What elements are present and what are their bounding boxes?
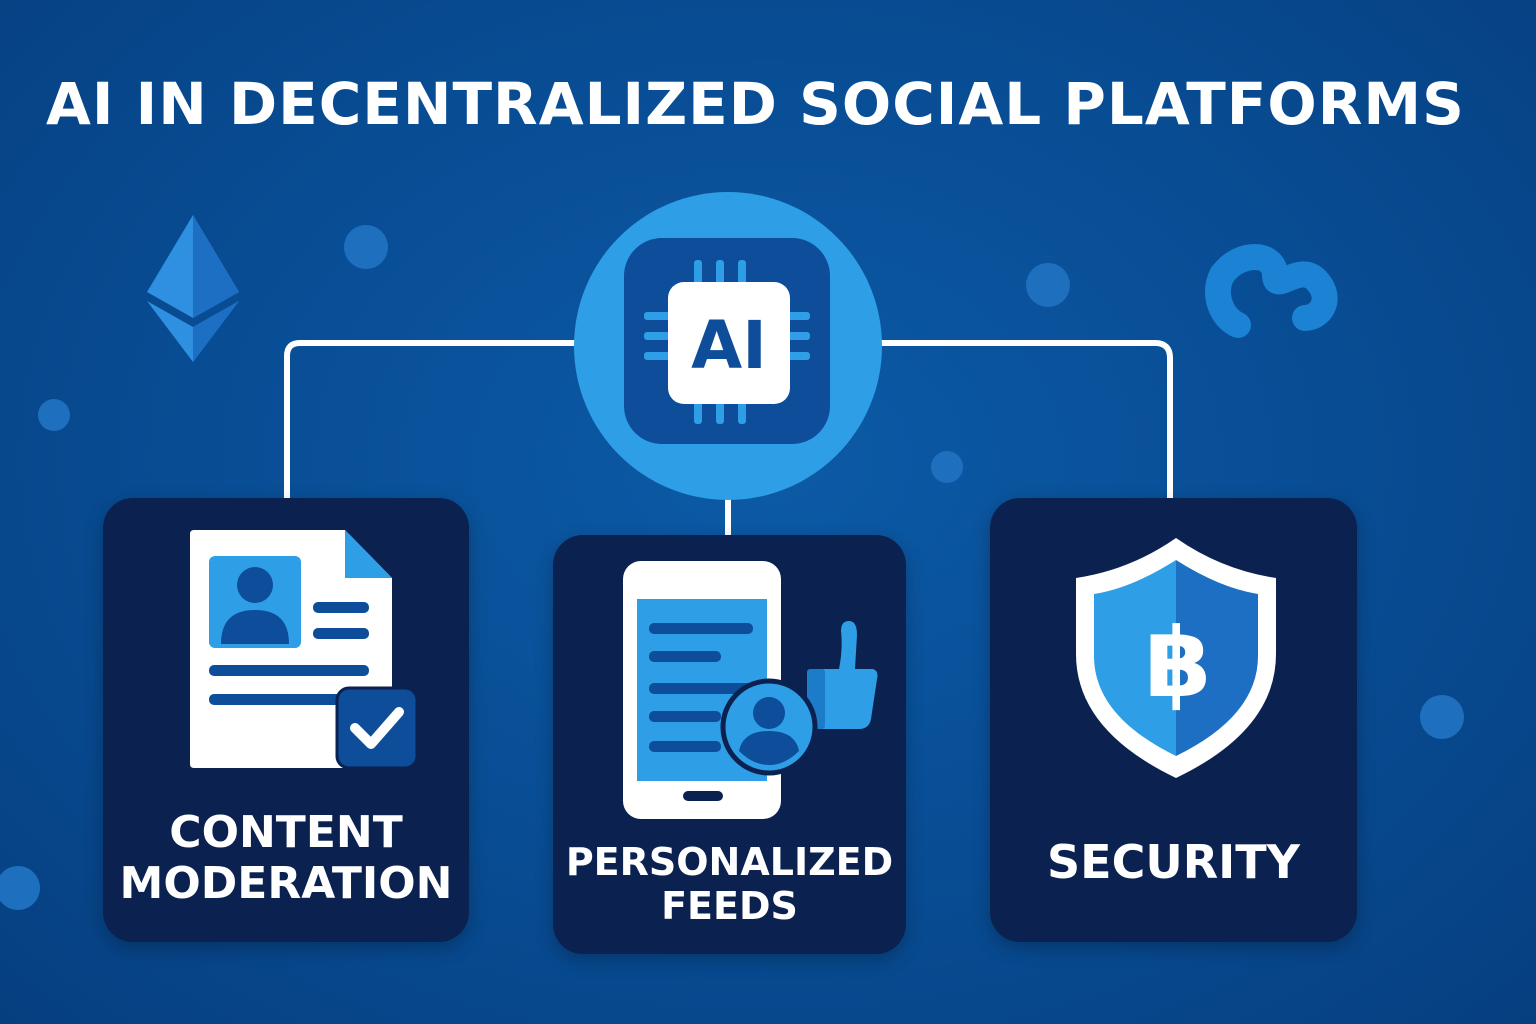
phone-feed-icon bbox=[623, 561, 878, 819]
deco-dot bbox=[1420, 695, 1464, 739]
ai-label: AI bbox=[691, 307, 767, 384]
page-title: AI IN DECENTRALIZED SOCIAL PLATFORMS bbox=[46, 70, 1465, 138]
deco-dot bbox=[344, 225, 388, 269]
deco-dot bbox=[1026, 263, 1070, 307]
card-label-line: PERSONALIZED bbox=[565, 840, 894, 884]
card-label: CONTENT MODERATION bbox=[103, 807, 469, 909]
card-label-line: SECURITY bbox=[1047, 835, 1300, 889]
thumbs-up-icon bbox=[807, 621, 878, 729]
ai-chip-icon: AI bbox=[574, 192, 882, 500]
user-icon bbox=[720, 678, 818, 776]
connector-lines bbox=[284, 340, 1173, 536]
card-label: PERSONALIZED FEEDS bbox=[553, 840, 906, 928]
card-personalized-feeds: PERSONALIZED FEEDS bbox=[553, 535, 906, 954]
deco-dot bbox=[38, 399, 70, 431]
card-content-moderation: CONTENT MODERATION bbox=[103, 498, 469, 942]
bitcoin-shield-icon: ฿ bbox=[1076, 538, 1276, 778]
web3-icon bbox=[1205, 244, 1338, 338]
deco-dot bbox=[931, 451, 963, 483]
card-label: SECURITY bbox=[990, 836, 1357, 889]
card-label-line: FEEDS bbox=[661, 883, 798, 928]
card-label-line: CONTENT bbox=[169, 807, 403, 858]
svg-text:฿: ฿ bbox=[1145, 607, 1212, 719]
document-check-icon bbox=[190, 530, 419, 770]
deco-dot bbox=[0, 866, 40, 910]
ethereum-icon bbox=[147, 215, 239, 362]
card-label-line: MODERATION bbox=[119, 857, 453, 909]
card-security: ฿ SECURITY bbox=[990, 498, 1357, 942]
